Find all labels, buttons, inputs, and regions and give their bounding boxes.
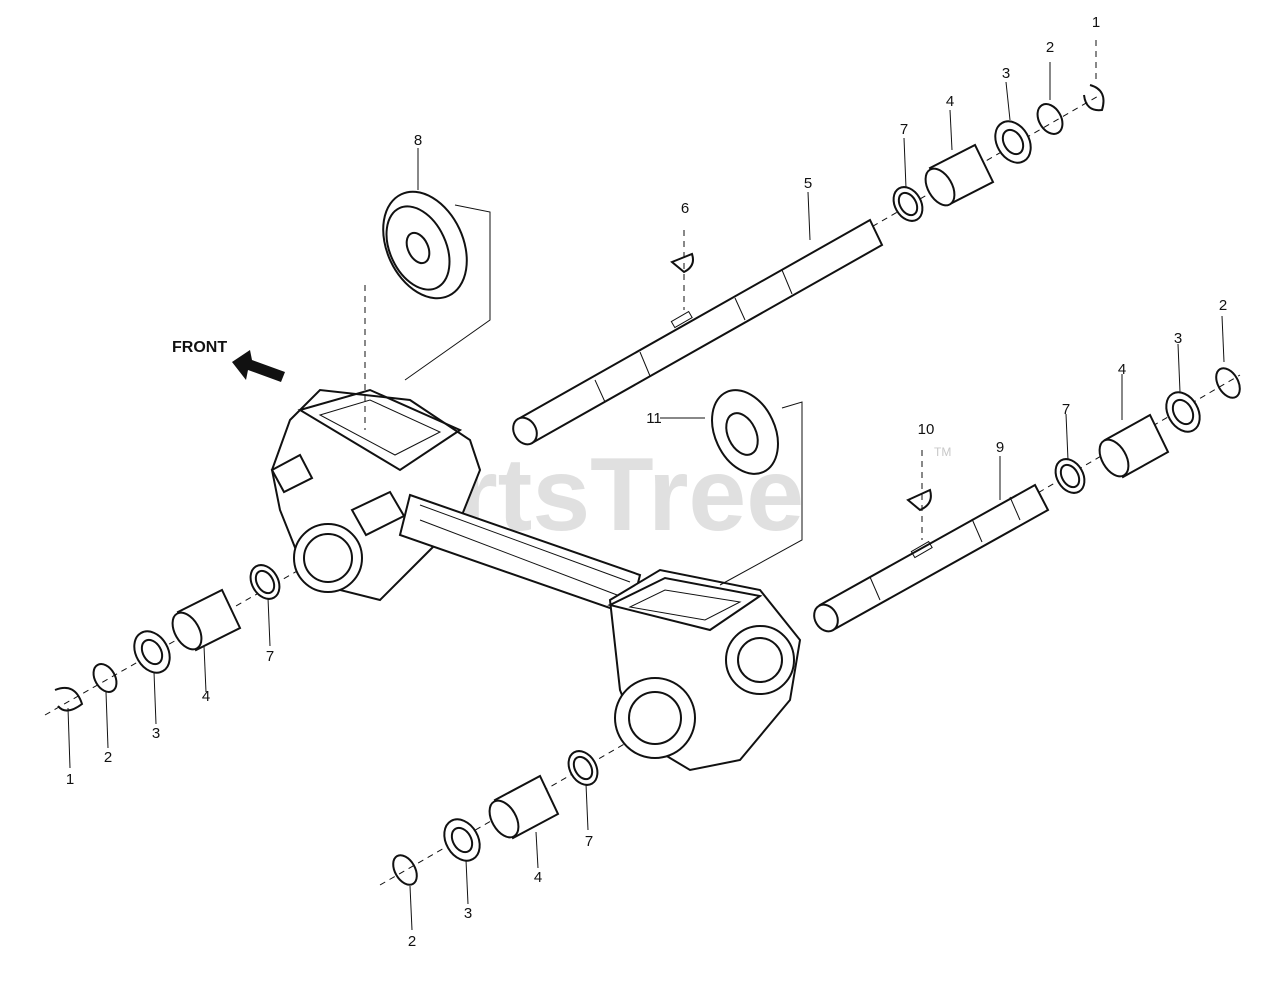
callout-2-left: 2 [104, 749, 112, 766]
callout-3-left: 3 [152, 725, 160, 742]
callout-7-right: 7 [1062, 401, 1070, 418]
front-arrow-icon [232, 350, 285, 382]
left-hardware [54, 564, 281, 712]
bottom-hardware [392, 750, 599, 886]
callout-4-right: 4 [1118, 361, 1126, 378]
callout-2-bottom: 2 [408, 933, 416, 950]
callout-9: 9 [996, 439, 1004, 456]
callout-3-right: 3 [1174, 330, 1182, 347]
shaft-9 [813, 483, 1050, 633]
callout-7-top: 7 [900, 121, 908, 138]
callout-11: 11 [646, 410, 662, 427]
transmission-housing [270, 388, 802, 772]
woodruff-key-6 [670, 252, 694, 274]
front-label: FRONT [172, 339, 227, 356]
callout-8: 8 [414, 132, 422, 149]
callout-3-top: 3 [1002, 65, 1010, 82]
woodruff-key-10 [906, 488, 932, 512]
shaft-5 [512, 218, 884, 446]
trademark-mark: TM [934, 445, 951, 459]
callout-4-left: 4 [202, 688, 210, 705]
callout-5: 5 [804, 175, 812, 192]
callout-1-top: 1 [1092, 14, 1100, 31]
callout-7-left: 7 [266, 648, 274, 665]
gear-11 [660, 389, 803, 586]
callout-1-left: 1 [66, 771, 74, 788]
callout-labels: 1 2 3 4 7 5 6 8 2 3 4 7 9 10 11 1 2 3 4 … [66, 14, 1227, 950]
callout-2-right: 2 [1219, 297, 1227, 314]
callout-2-top: 2 [1046, 39, 1054, 56]
leader-lines [67, 62, 1225, 931]
front-indicator: FRONT [172, 339, 285, 382]
callout-4-bottom: 4 [534, 869, 542, 886]
callout-10: 10 [918, 421, 935, 438]
callout-7-bottom: 7 [585, 833, 593, 850]
callout-4-top: 4 [946, 93, 954, 110]
top-right-hardware [892, 84, 1105, 222]
right-hardware [1054, 367, 1241, 494]
gear-8 [364, 190, 491, 430]
callout-6: 6 [681, 200, 689, 217]
callout-3-bottom: 3 [464, 905, 472, 922]
